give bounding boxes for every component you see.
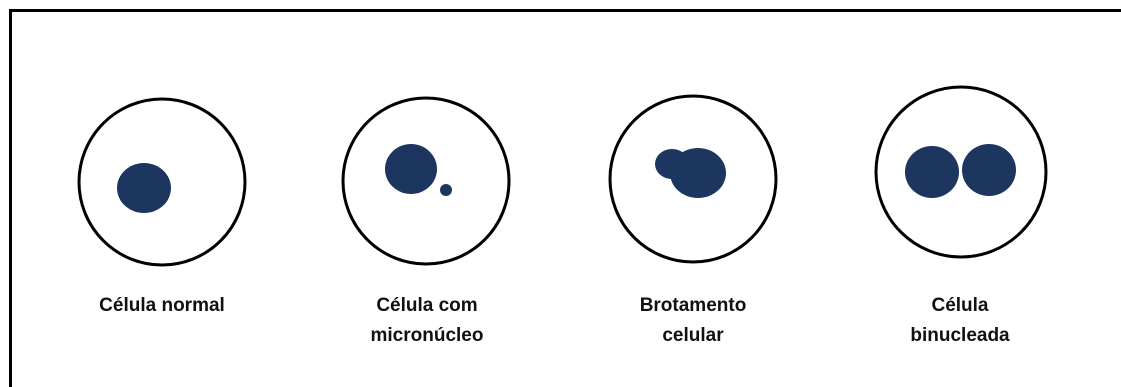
label-line: Célula	[850, 291, 1070, 321]
label-normal-cell: Célula normal	[52, 291, 272, 321]
nucleus-left	[905, 146, 959, 198]
cell-budding	[610, 96, 776, 262]
label-micronucleus-cell: Célula com micronúcleo	[317, 291, 537, 351]
cell-micronucleus	[343, 98, 509, 264]
cell-membrane	[876, 87, 1046, 257]
label-line: Célula com	[317, 291, 537, 321]
label-line: binucleada	[850, 321, 1070, 351]
nucleus-right	[962, 144, 1016, 196]
nucleus	[385, 144, 437, 194]
label-line: Brotamento	[583, 291, 803, 321]
nucleus	[670, 148, 726, 198]
label-budding-cell: Brotamento celular	[583, 291, 803, 351]
micronucleus	[440, 184, 452, 196]
cell-normal	[79, 99, 245, 265]
cell-binucleate	[876, 87, 1046, 257]
label-binucleate-cell: Célula binucleada	[850, 291, 1070, 351]
label-line: micronúcleo	[317, 321, 537, 351]
label-line: celular	[583, 321, 803, 351]
nucleus	[117, 163, 171, 213]
label-line: Célula normal	[52, 291, 272, 321]
